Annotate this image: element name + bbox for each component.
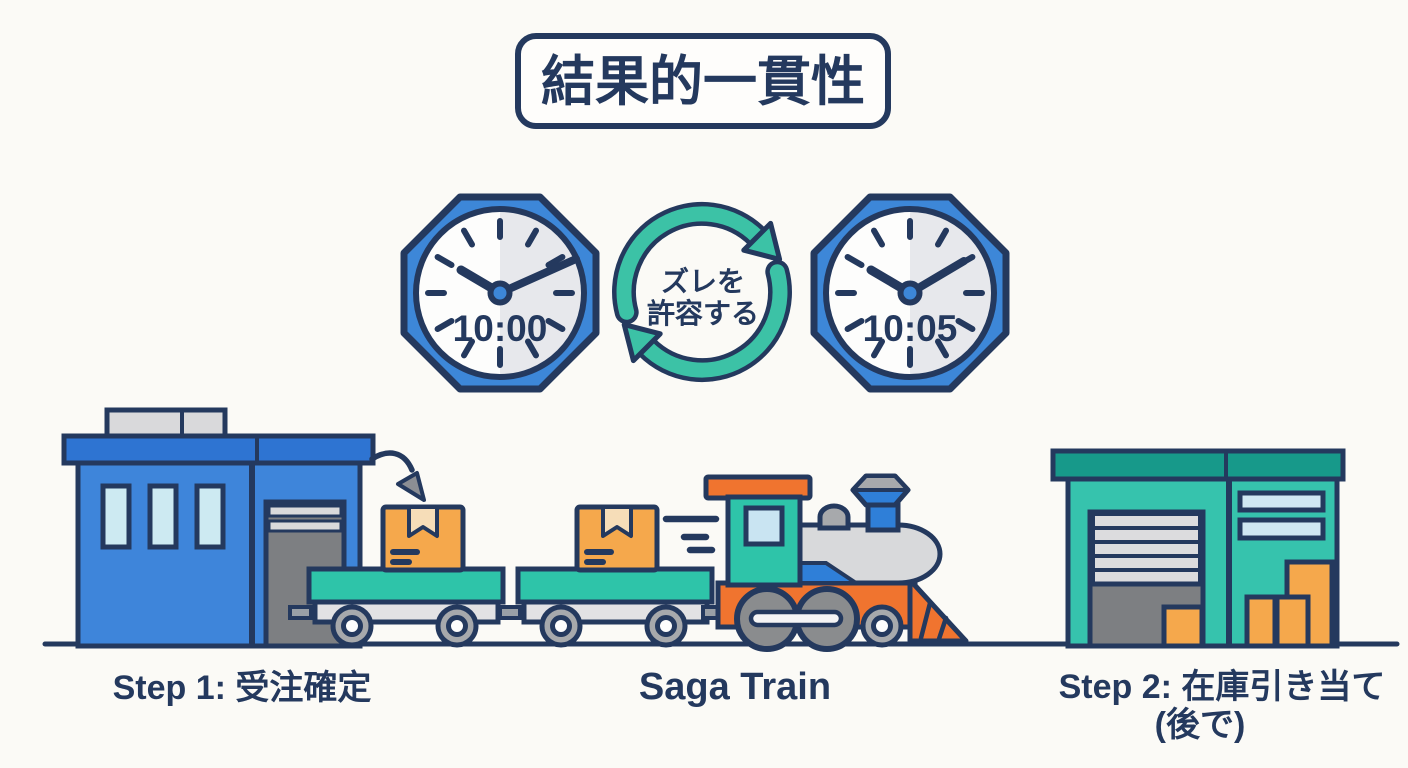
- transfer-arrow-icon: [369, 450, 426, 502]
- cowcatcher: [907, 577, 969, 644]
- wagon-bed: [515, 566, 715, 605]
- cab-window: [743, 505, 785, 547]
- package-box-icon: [1274, 594, 1311, 649]
- warehouse-window: [1237, 490, 1326, 513]
- minute-hand: [496, 255, 580, 297]
- clock-left-time: 10:00: [453, 308, 548, 349]
- wagon-bed: [306, 566, 506, 605]
- order-building-icon: [61, 407, 376, 649]
- caption-step2-line1: Step 2: 在庫引き当て: [1059, 668, 1386, 706]
- steam-dome: [817, 503, 851, 531]
- caption-step2-line2: (後で): [1155, 706, 1246, 744]
- package-box-icon: [1161, 604, 1205, 649]
- sync-label-line2: 許容する: [647, 297, 759, 329]
- package-box-icon: [1244, 594, 1278, 649]
- coupler: [288, 605, 313, 620]
- flatcar-2: [498, 504, 722, 648]
- coupler: [498, 605, 522, 620]
- package-box-icon: [380, 504, 466, 573]
- caption-step1: Step 1: 受注確定: [113, 669, 372, 707]
- package-box-icon: [574, 504, 660, 573]
- flatcar-1: [288, 504, 506, 648]
- title-box: 結果的一貫性: [515, 33, 891, 129]
- warehouse-roof: [1050, 448, 1346, 482]
- warehouse-window: [1237, 517, 1326, 541]
- smokestack: [865, 501, 901, 533]
- rooftop-unit: [104, 407, 228, 440]
- warehouse-icon: [1050, 448, 1346, 649]
- building-window: [100, 483, 132, 550]
- building-roof: [61, 433, 376, 466]
- locomotive-icon: [703, 473, 969, 652]
- building-window: [147, 483, 179, 550]
- caption-train: Saga Train: [639, 666, 831, 708]
- clock-left-icon: 10:00: [400, 193, 600, 393]
- building-window: [194, 483, 226, 550]
- speed-lines-icon: [662, 515, 720, 554]
- shutter-door: [1087, 509, 1206, 649]
- page-title: 結果的一貫性: [541, 52, 865, 112]
- connecting-rod: [748, 609, 844, 628]
- clock-right-icon: 10:05: [810, 193, 1010, 393]
- sync-cycle-arrows-icon: ズレを 許容する: [612, 201, 792, 383]
- clock-right-time: 10:05: [863, 308, 958, 349]
- sync-label-line1: ズレを: [661, 265, 745, 297]
